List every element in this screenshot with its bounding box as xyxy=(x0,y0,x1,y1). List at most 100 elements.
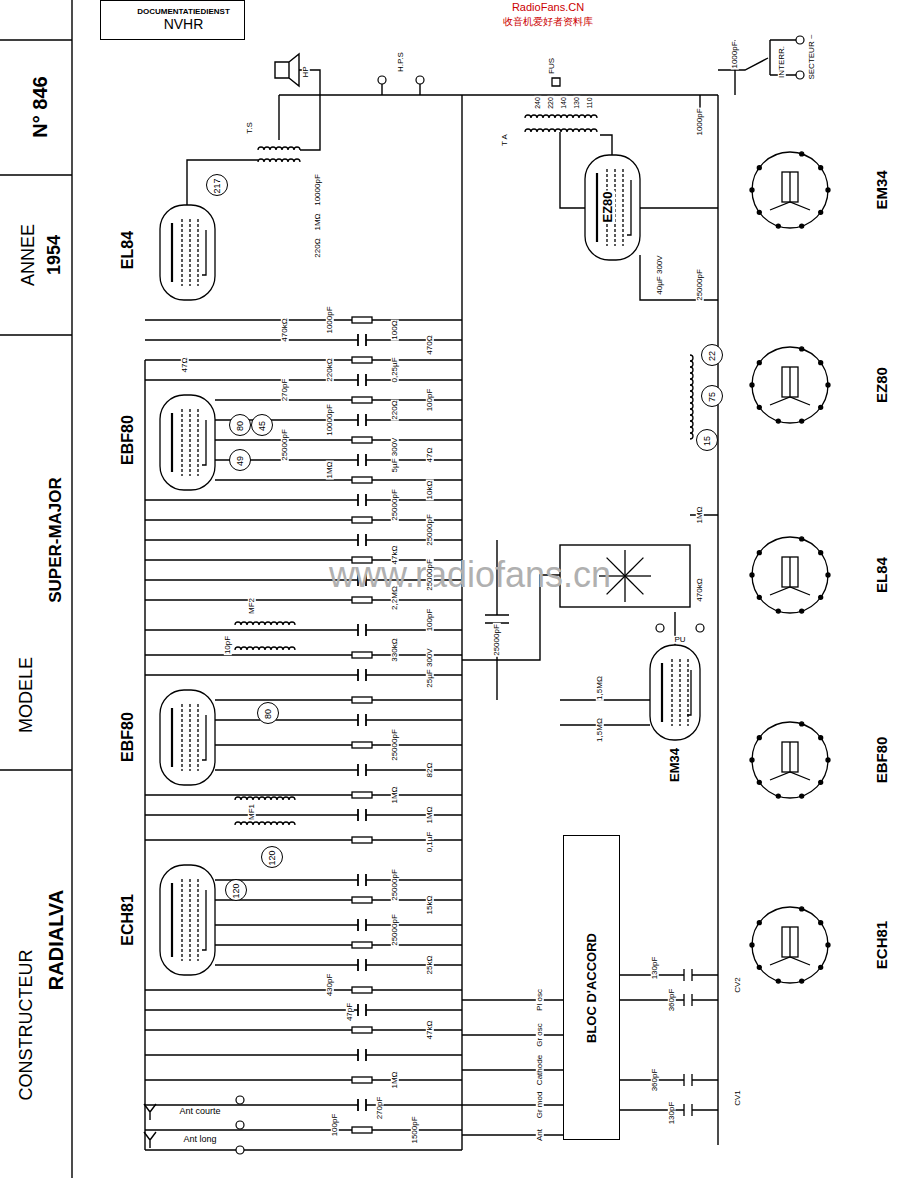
component-value: 1000pF xyxy=(731,40,739,69)
header-label: CONSTRUCTEUR xyxy=(17,950,36,1101)
base-pin xyxy=(757,551,761,555)
part-name: HP xyxy=(302,65,310,78)
transformer-coil xyxy=(258,159,300,162)
component-value: 47pF xyxy=(346,1002,354,1022)
base-pin xyxy=(750,943,754,947)
base-pin xyxy=(757,780,761,784)
base-pin xyxy=(800,537,804,541)
terminal xyxy=(236,1096,244,1104)
capacitor-gap xyxy=(358,769,366,771)
component-value: 470kΩ xyxy=(696,577,704,602)
wire xyxy=(215,924,462,925)
if-coil xyxy=(235,622,295,625)
switch-contact xyxy=(625,575,651,576)
terminal xyxy=(236,1121,244,1129)
mains-name: SECTEUR ~ xyxy=(808,33,816,80)
tube-envelope xyxy=(160,395,215,490)
resistor-symbol xyxy=(352,652,372,658)
wire xyxy=(462,1069,563,1070)
wire xyxy=(462,999,563,1000)
base-pin xyxy=(819,361,823,365)
resistor-symbol xyxy=(352,1127,372,1133)
capacitor-gap xyxy=(358,924,366,926)
tap-voltage: 240 xyxy=(534,96,541,110)
base-pin xyxy=(819,210,823,214)
terminal-name: Ant courte xyxy=(178,1107,221,1116)
tube-grid xyxy=(189,879,190,961)
base-pin xyxy=(819,405,823,409)
tube-grid xyxy=(181,704,182,771)
base-pin xyxy=(757,595,761,599)
wire xyxy=(145,379,462,380)
component-value: 0,1µF xyxy=(426,831,434,854)
tap-voltage: 110 xyxy=(586,96,593,109)
capacitor-gap xyxy=(358,1009,366,1011)
base-pin xyxy=(757,965,761,969)
component-value: 1MΩ xyxy=(391,1070,399,1089)
transformer-coil xyxy=(525,115,597,118)
component-value: 25µF 300V xyxy=(426,647,434,688)
callout-text: 22 xyxy=(708,351,717,361)
base-pin xyxy=(776,794,780,798)
resistor-symbol xyxy=(352,837,372,843)
capacitor-symbol xyxy=(358,334,366,346)
tuner-block: BLOC D'ACCORD xyxy=(563,835,620,1140)
callout-text: 120 xyxy=(268,850,277,865)
wire xyxy=(145,499,462,500)
wire xyxy=(145,989,462,990)
base-pin xyxy=(776,419,780,423)
resistor-symbol xyxy=(352,317,372,323)
capacitor-symbol xyxy=(358,874,366,886)
tube-name: EL84 xyxy=(874,556,890,594)
tube-plate xyxy=(171,413,173,472)
base-pin xyxy=(757,210,761,214)
component-value: 1000pF xyxy=(326,305,334,334)
tube-grid xyxy=(181,879,182,961)
capacitor-symbol xyxy=(358,919,366,931)
stamp-text: DOCUMENTATIEDIENST xyxy=(137,8,230,17)
callout-text: 80 xyxy=(264,709,273,719)
wire xyxy=(145,319,462,320)
wire xyxy=(145,359,462,360)
header-label: MODELE xyxy=(17,657,36,733)
component-value: 1500pF xyxy=(411,1115,419,1144)
wire xyxy=(145,654,462,655)
switch-name: INTERR. xyxy=(778,45,786,79)
if-coil xyxy=(235,647,295,650)
callout-number: 22 xyxy=(701,344,723,366)
fuse-symbol xyxy=(552,78,560,86)
wire xyxy=(215,744,462,745)
tube-grid xyxy=(622,169,623,246)
base-pin xyxy=(819,166,823,170)
capacitor-symbol xyxy=(358,669,366,681)
component-value: 1MΩ xyxy=(391,785,399,804)
callout-text: 15 xyxy=(703,436,712,446)
if-coil xyxy=(235,797,295,800)
pin-name: Gr mod xyxy=(536,1091,544,1120)
switch-contact xyxy=(624,576,625,602)
wire xyxy=(145,1029,462,1030)
callout-text: 75 xyxy=(708,392,717,402)
component-value: 270pF xyxy=(376,1096,384,1121)
component-value: 220Ω xyxy=(314,237,322,258)
pin-name: Gr osc xyxy=(536,1022,544,1048)
base-pin xyxy=(750,573,754,577)
component-value: 470kΩ xyxy=(281,317,289,342)
tube-grid xyxy=(181,219,182,286)
wire xyxy=(145,539,462,540)
component-value: 10pF xyxy=(224,635,232,655)
capacitor-gap xyxy=(358,539,366,541)
callout-number: 15 xyxy=(696,429,718,451)
part-name: MF1 xyxy=(248,803,256,821)
part-name: H.P.S xyxy=(397,51,405,73)
capacitor-gap xyxy=(358,419,366,421)
component-value: 0,25µF xyxy=(391,356,399,383)
tube-grid xyxy=(197,704,198,771)
component-value: 25000pF xyxy=(391,868,399,902)
wire xyxy=(145,1009,462,1010)
component-value: 130pF xyxy=(651,956,659,981)
component-value: 47Ω xyxy=(426,447,434,464)
tube-cathode xyxy=(627,180,631,235)
component-value: 25000pF xyxy=(391,488,399,522)
capacitor-gap xyxy=(358,629,366,631)
